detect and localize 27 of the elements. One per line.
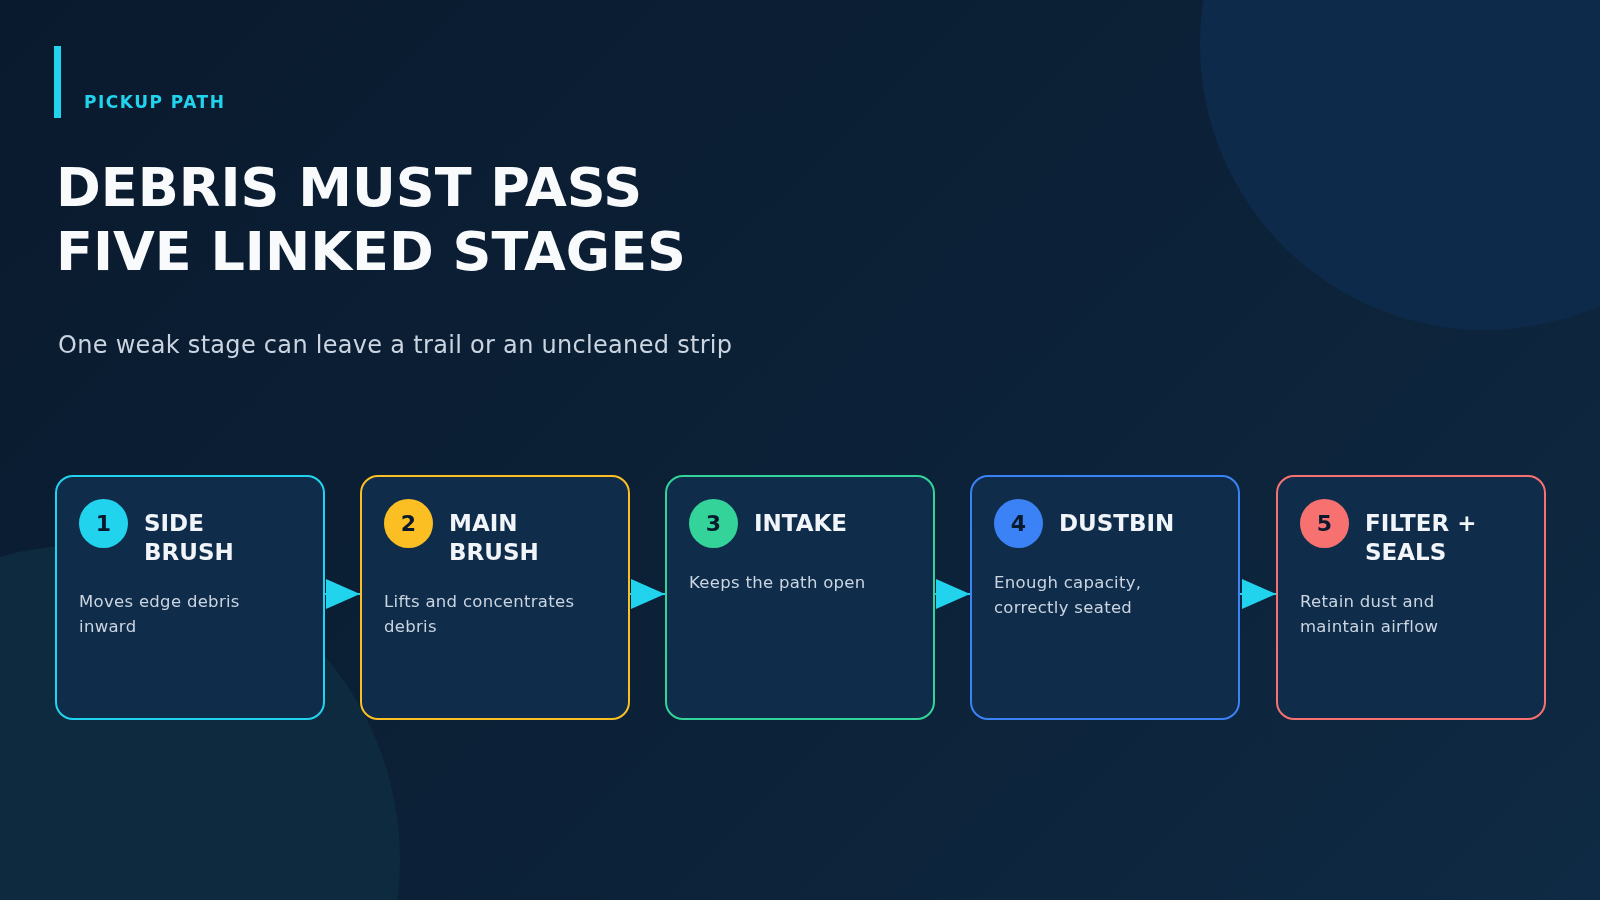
title: DEBRIS MUST PASS FIVE LINKED STAGES	[56, 156, 687, 284]
section-label: PICKUP PATH	[84, 92, 226, 112]
subtitle: One weak stage can leave a trail or an uncleaned strip	[58, 331, 733, 359]
stage-heading: DUSTBIN	[1059, 509, 1175, 538]
stage-heading: MAIN BRUSH	[449, 509, 540, 567]
step-number: 2	[384, 499, 433, 548]
step-number: 1	[79, 499, 128, 548]
stage-description: Lifts and concentrates debris	[384, 591, 576, 638]
stage-description: Keeps the path open	[689, 572, 867, 594]
arrow	[934, 579, 971, 609]
stage-description: Retain dust and maintain airflow	[1300, 591, 1440, 638]
stage-card	[360, 475, 630, 720]
stage-heading: FILTER + SEALS	[1365, 509, 1478, 567]
stage-card	[665, 475, 935, 720]
stage-card	[1276, 475, 1546, 720]
arrow	[1239, 579, 1277, 609]
stage-description: Enough capacity, correctly seated	[994, 572, 1143, 619]
stage-card	[55, 475, 325, 720]
stage-description: Moves edge debris inward	[79, 591, 241, 638]
step-number: 3	[689, 499, 738, 548]
stage-heading: SIDE BRUSH	[144, 509, 235, 567]
step-number: 5	[1300, 499, 1349, 548]
arrow	[324, 579, 361, 609]
stage-heading: INTAKE	[754, 509, 848, 538]
step-number: 4	[994, 499, 1043, 548]
arrow	[629, 579, 666, 609]
stage-card	[970, 475, 1240, 720]
